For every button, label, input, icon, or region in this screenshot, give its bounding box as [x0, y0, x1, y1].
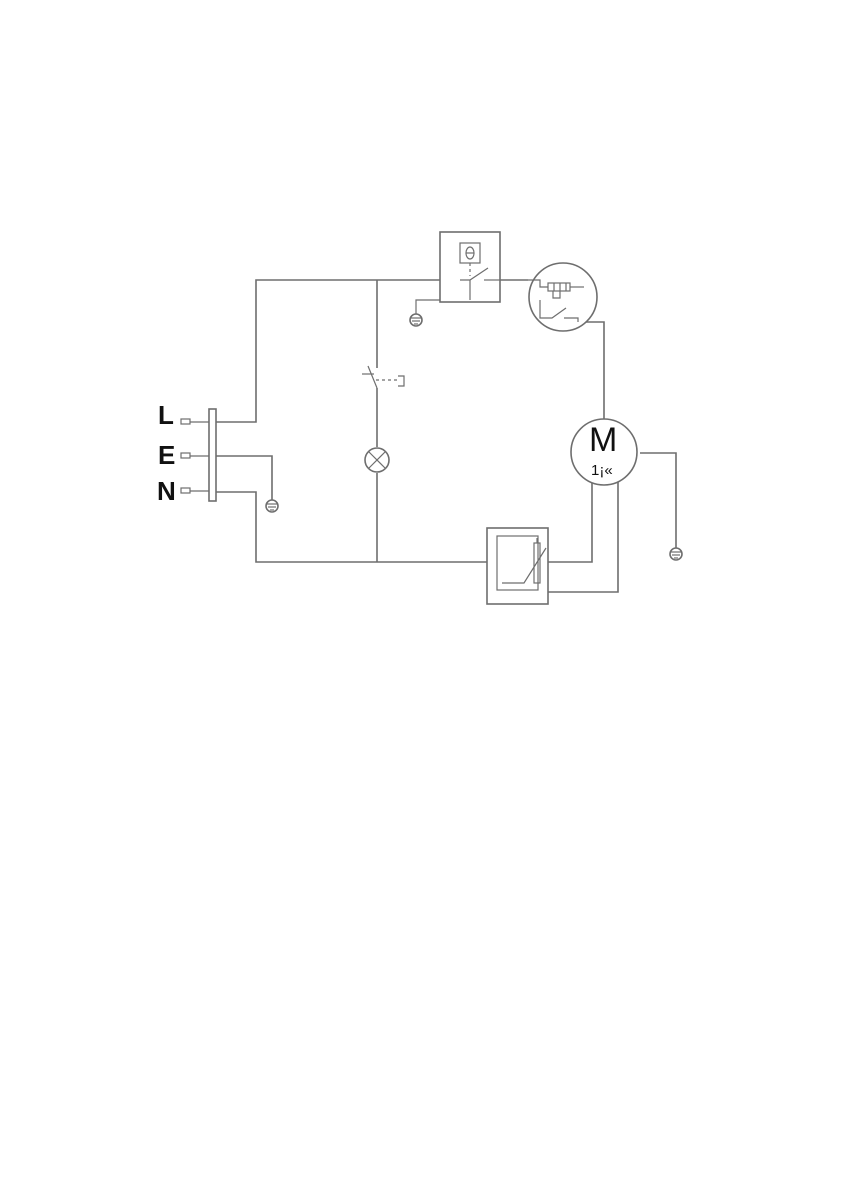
terminal-label-e: E — [158, 440, 175, 470]
terminal-pin-e — [181, 453, 190, 458]
terminal-pin-n — [181, 488, 190, 493]
terminal-label-l: L — [158, 400, 174, 430]
ground-symbol — [266, 500, 278, 512]
motor-phase-label: 1¡« — [591, 462, 613, 479]
wire-e-to-ground — [216, 456, 272, 500]
door-switch — [362, 366, 404, 388]
overload-circle — [529, 263, 597, 331]
terminal-label-n: N — [157, 476, 176, 506]
wire-overload-to-motor — [578, 322, 604, 422]
wire-motor-ground — [640, 453, 676, 548]
ground-symbol — [670, 548, 682, 560]
ptc-outer-box — [487, 528, 548, 604]
ptc-starter — [487, 528, 548, 604]
terminal-pin-l — [181, 419, 190, 424]
overload-protector — [528, 263, 597, 331]
wire-n-to-bottom — [216, 492, 487, 562]
wire-ptc-to-motor — [548, 482, 592, 562]
terminal-block — [181, 409, 216, 501]
terminal-bar — [209, 409, 216, 501]
wire-motor-lead-2 — [548, 482, 618, 592]
thermostat — [440, 232, 500, 302]
wire-l-to-top — [216, 280, 440, 422]
lamp — [365, 448, 389, 472]
door-switch-contact — [368, 366, 377, 388]
ground-symbol — [410, 314, 422, 326]
motor-symbol: M — [589, 421, 617, 459]
